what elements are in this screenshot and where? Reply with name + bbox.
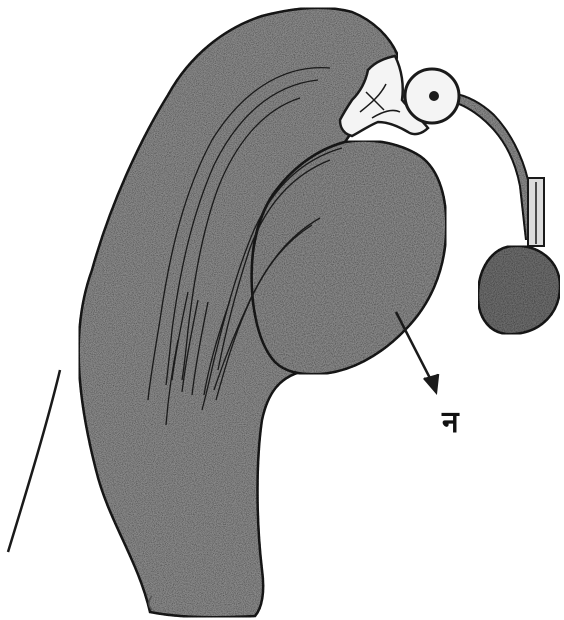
duct-shape bbox=[440, 92, 536, 240]
bulb-shape bbox=[478, 246, 560, 334]
margin-line bbox=[8, 370, 60, 552]
diagram-label: न bbox=[441, 405, 460, 440]
pointer-arrow bbox=[396, 312, 438, 392]
round-structure-dot bbox=[429, 91, 439, 101]
